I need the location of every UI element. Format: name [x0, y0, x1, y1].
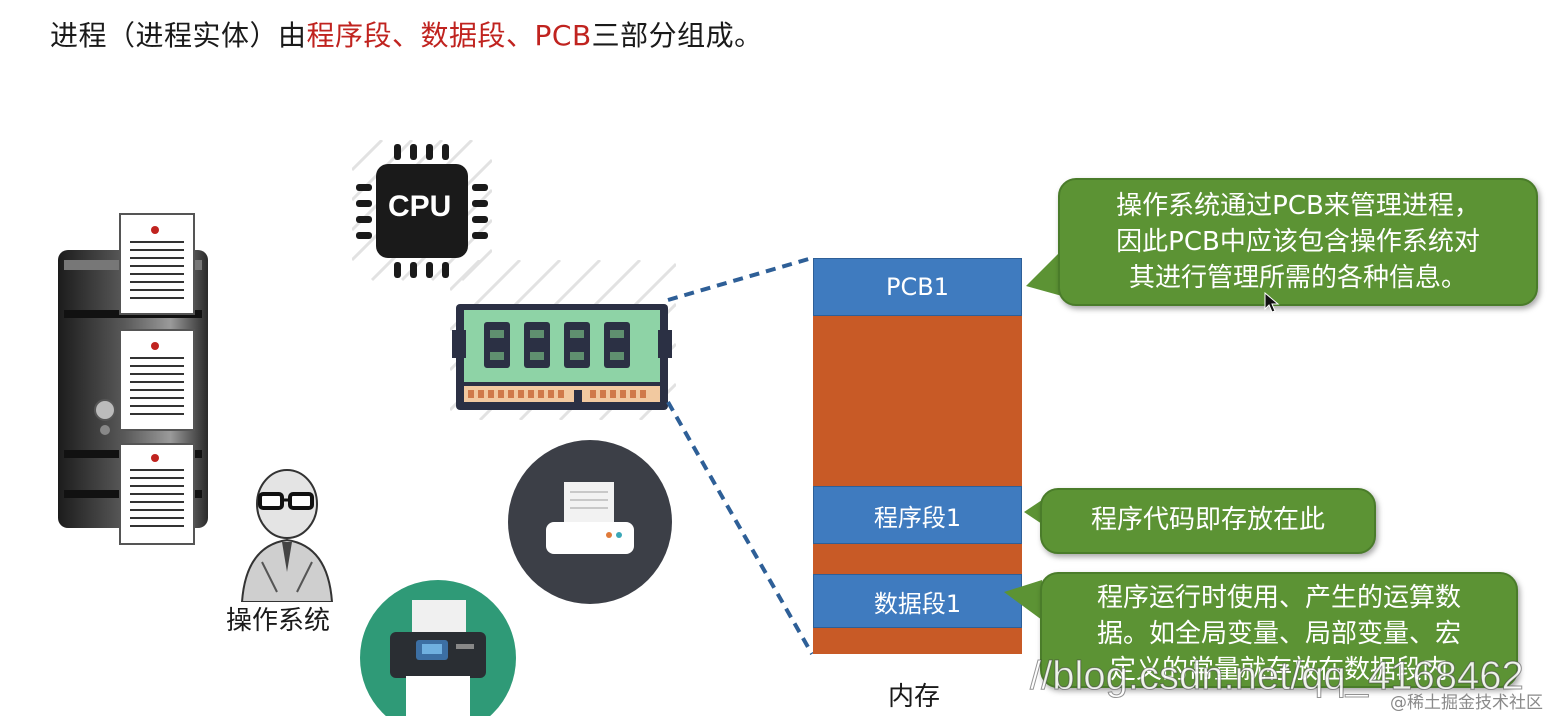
title-part-1: 进程（进程实体）由 [50, 19, 307, 52]
cpu-icon [352, 140, 492, 282]
callout-data: 程序运行时使用、产生的运算数 据。如全局变量、局部变量、宏 定义的常量就存放在数… [1040, 572, 1518, 688]
memory-data-segment: 数据段1 [813, 574, 1022, 628]
callout-pcb: 操作系统通过PCB来管理进程， 因此PCB中应该包含操作系统对 其进行管理所需的… [1058, 178, 1538, 306]
memory-label: 内存 [888, 682, 941, 712]
memory-program-segment: 程序段1 [813, 486, 1022, 544]
watermark-community: @稀土掘金技术社区 [1390, 693, 1543, 713]
printer-icon [508, 440, 672, 604]
memory-free-segment-2 [813, 544, 1022, 574]
memory-free-segment-1 [813, 316, 1022, 486]
server-icon [58, 213, 208, 545]
watermark-url: //blog.csdn.net/qq_4168462 [1030, 654, 1525, 699]
inkjet-printer-icon [360, 580, 516, 716]
memory-program-label: 程序段1 [873, 503, 962, 532]
memory-free-segment-3 [813, 628, 1022, 654]
callout-data-line-1: 程序运行时使用、产生的运算数 [1096, 583, 1461, 613]
os-label: 操作系统 [226, 606, 331, 636]
ram-icon [450, 260, 676, 420]
callout-data-line-2: 据。如全局变量、局部变量、宏 [1096, 619, 1461, 649]
mouse-cursor-icon [1264, 292, 1280, 313]
callout-pcb-line-1: 操作系统通过PCB来管理进程， [1116, 191, 1480, 221]
memory-pcb-segment: PCB1 [813, 258, 1022, 316]
slide-title: 进程（进程实体）由程序段、数据段、PCB三部分组成。 [50, 14, 763, 54]
title-part-2-highlight: 程序段、数据段、PCB [306, 19, 592, 52]
callout-pcb-line-3: 其进行管理所需的各种信息。 [1128, 263, 1467, 293]
callout-pcb-line-2: 因此PCB中应该包含操作系统对 [1116, 227, 1480, 257]
memory-data-label: 数据段1 [873, 589, 962, 618]
callout-program-line-1: 程序代码即存放在此 [1090, 505, 1325, 535]
title-part-3: 三部分组成。 [591, 19, 763, 52]
callout-program: 程序代码即存放在此 [1040, 488, 1376, 554]
person-icon [240, 469, 334, 602]
cpu-label: CPU [388, 190, 452, 223]
callout-data-line-3: 定义的常量就存放在数据段内 [1109, 655, 1448, 685]
memory-pcb-label: PCB1 [886, 273, 949, 301]
